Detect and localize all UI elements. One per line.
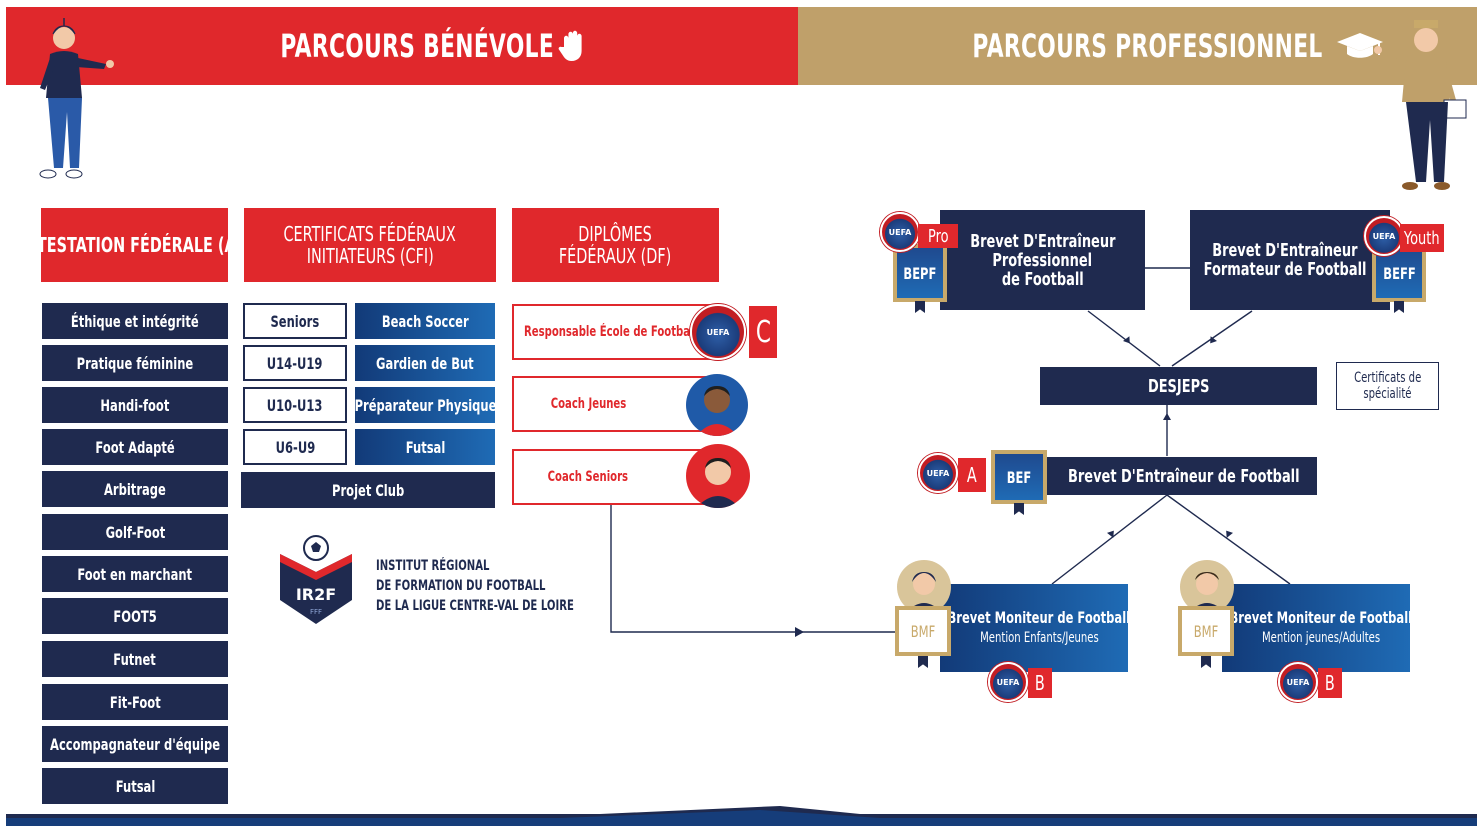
bmf-adultes-box[interactable]: Brevet Moniteur de Football Mention jeun… [1222, 584, 1412, 672]
young-coach-avatar-icon [686, 374, 748, 436]
af-item[interactable]: Foot Adapté [42, 429, 228, 465]
cfi-title-line1: CERTIFICATS FÉDÉRAUX [283, 222, 457, 246]
ir2f-line2: DE FORMATION DU FOOTBALL [376, 578, 546, 594]
cfi-spec-item[interactable]: Gardien de But [355, 345, 495, 381]
female-coach-illustration [39, 18, 114, 179]
cfi-age-item[interactable]: Seniors [243, 303, 347, 339]
cfi-spec-item[interactable]: Préparateur Physique [354, 387, 496, 423]
bef-box[interactable]: Brevet D'Entraîneur de Football [1040, 457, 1317, 495]
bmf-adultes-level-badge: B [1318, 668, 1342, 698]
cfi-age-item[interactable]: U10-U13 [243, 387, 347, 423]
df-item-responsable[interactable]: Responsable École de Football [512, 304, 724, 360]
bmf-adultes-badge: BMF [1178, 606, 1234, 656]
bottom-band [6, 806, 1477, 826]
bmf-enfants-level-badge: B [1028, 668, 1052, 698]
certificats-specialite-box[interactable]: Certificats de spécialité [1336, 362, 1439, 410]
benevole-title: PARCOURS BÉNÉVOLE [280, 27, 554, 65]
ir2f-sub: FFF [310, 608, 322, 616]
ir2f-shield-icon: IR2F FFF [280, 535, 352, 624]
af-item[interactable]: Futnet [42, 641, 228, 677]
af-header: ATTESTATION FÉDÉRALE (AF) [17, 208, 252, 282]
beff-box[interactable]: Brevet D'Entraîneur Formateur de Footbal… [1190, 210, 1390, 310]
uefa-icon: UEFA [1364, 216, 1404, 256]
bmf-adultes-ribbon-icon [1201, 656, 1211, 668]
beff-ribbon-icon [1394, 301, 1404, 313]
uefa-icon: UEFA [1278, 662, 1318, 702]
ir2f-abbr: IR2F [296, 585, 336, 604]
uefa-icon: UEFA [918, 453, 958, 493]
cfi-projet-club[interactable]: Projet Club [241, 472, 495, 508]
bmf-enfants-ribbon-icon [918, 656, 928, 668]
af-item[interactable]: Pratique féminine [42, 345, 228, 381]
hand-icon [558, 30, 582, 61]
male-coach-illustration [1374, 20, 1467, 190]
af-title: ATTESTATION FÉDÉRALE (AF) [16, 233, 253, 257]
bef-badge: BEF [991, 450, 1047, 504]
bepf-ribbon-icon [915, 301, 925, 313]
bepf-level-badge: Pro [918, 224, 958, 248]
ir2f-logo: IR2F FFF [276, 530, 356, 626]
beff-level-badge: Youth [1400, 224, 1444, 252]
af-item[interactable]: Fit-Foot [42, 684, 228, 720]
bepf-box[interactable]: Brevet D'Entraîneur Professionnel de Foo… [940, 210, 1145, 310]
cfi-age-item[interactable]: U6-U9 [243, 429, 347, 465]
cfi-header: CERTIFICATS FÉDÉRAUX INITIATEURS (CFI) [244, 208, 496, 282]
ir2f-line1: INSTITUT RÉGIONAL [376, 558, 490, 574]
af-item[interactable]: FOOT5 [42, 598, 228, 634]
cfi-spec-item[interactable]: Beach Soccer [355, 303, 495, 339]
senior-coach-avatar-icon [686, 444, 750, 508]
cfi-spec-item[interactable]: Futsal [355, 429, 495, 465]
uefa-icon: UEFA [880, 212, 920, 252]
bef-ribbon-icon [1014, 503, 1024, 515]
uefa-icon: UEFA [988, 662, 1028, 702]
df-header: DIPLÔMES FÉDÉRAUX (DF) [512, 208, 719, 282]
uefa-icon: UEFA [690, 304, 746, 360]
uefa-level-c-badge: C [749, 306, 777, 358]
af-item[interactable]: Éthique et intégrité [42, 303, 228, 339]
professionnel-title: PARCOURS PROFESSIONNEL [972, 27, 1323, 65]
af-item[interactable]: Accompagnateur d'équipe [42, 726, 228, 762]
cfi-title-line2: INITIATEURS (CFI) [306, 244, 434, 268]
bepf-badge: BEPF [893, 244, 947, 302]
professionnel-header: PARCOURS PROFESSIONNEL [798, 7, 1477, 85]
af-item[interactable]: Futsal [42, 768, 228, 804]
cfi-age-item[interactable]: U14-U19 [243, 345, 347, 381]
ir2f-line3: DE LA LIGUE CENTRE-VAL DE LOIRE [376, 598, 574, 614]
bmf-enfants-box[interactable]: Brevet Moniteur de Football Mention Enfa… [940, 584, 1130, 672]
benevole-header: PARCOURS BÉNÉVOLE [6, 7, 798, 85]
ir2f-text: INSTITUT RÉGIONAL DE FORMATION DU FOOTBA… [376, 556, 606, 616]
bef-level-badge: A [958, 458, 986, 492]
af-item[interactable]: Foot en marchant [42, 556, 228, 592]
desjeps-box[interactable]: DESJEPS [1040, 367, 1317, 405]
af-item[interactable]: Arbitrage [42, 471, 228, 507]
af-item[interactable]: Golf-Foot [42, 514, 228, 550]
af-item[interactable]: Handi-foot [42, 387, 228, 423]
df-title-line1: DIPLÔMES [578, 222, 653, 246]
bmf-enfants-badge: BMF [895, 606, 951, 656]
df-title-line2: FÉDÉRAUX (DF) [559, 244, 672, 268]
